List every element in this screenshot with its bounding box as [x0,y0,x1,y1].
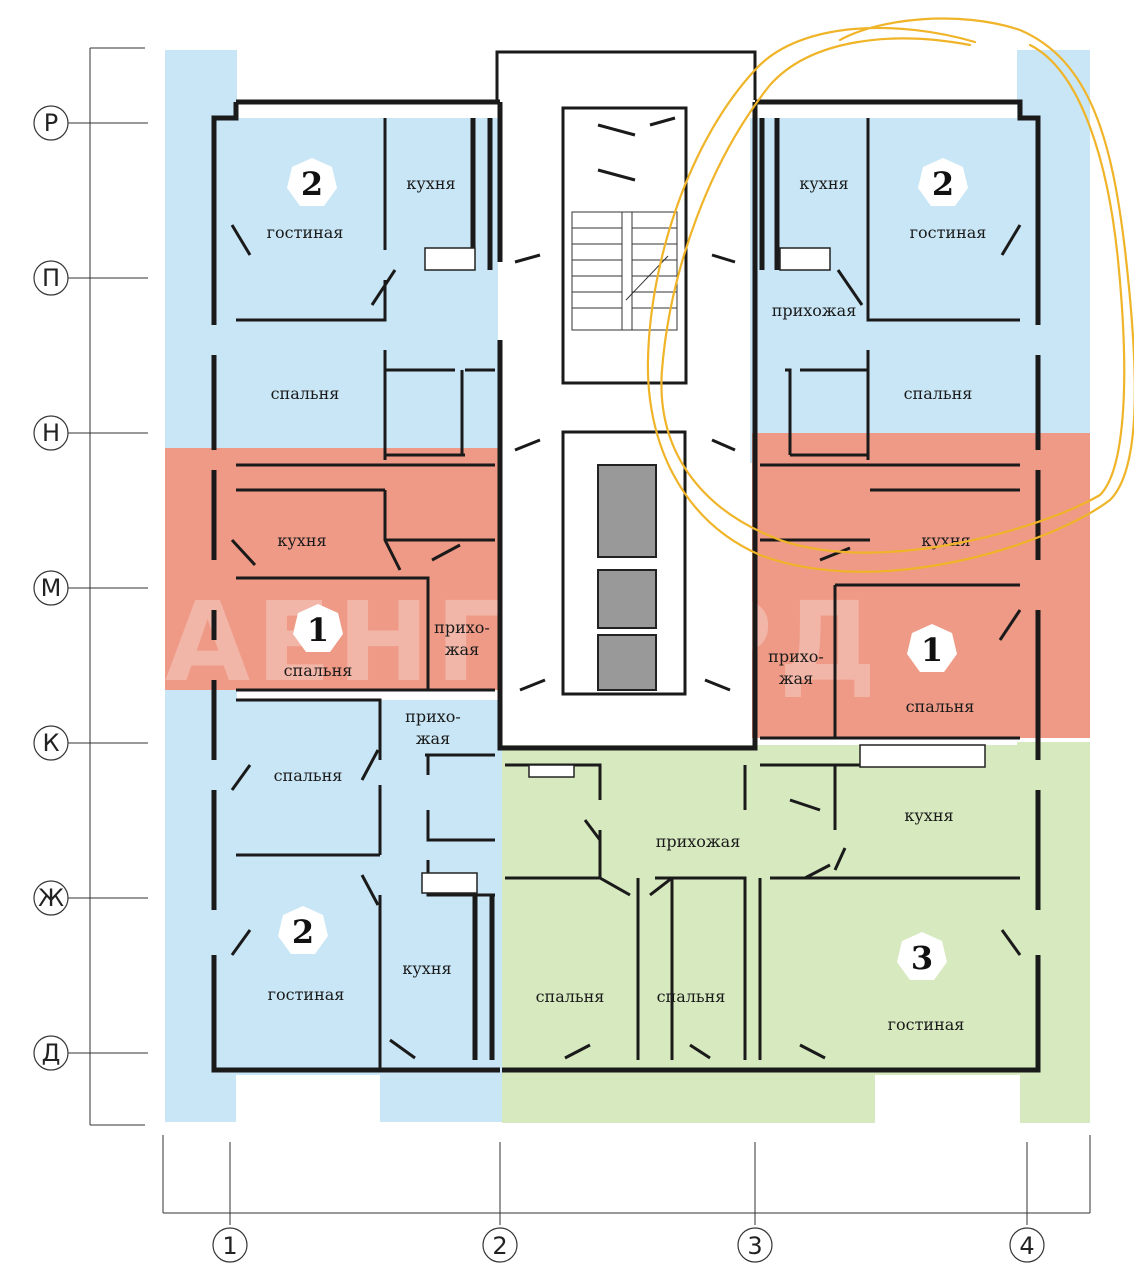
zone-bottom-left-base [236,1075,380,1123]
room-label: прихо- [768,647,824,666]
zone-bottom-right-edge [1017,742,1090,1123]
room-count: 3 [911,939,933,977]
room-label: спальня [657,987,726,1006]
badge-top-right[interactable]: 2 [918,158,968,206]
room-label: жая [779,669,813,688]
walls [211,50,1041,1073]
badge-bottom-right[interactable]: 3 [897,932,947,980]
axis-col-4: 4 [1009,1227,1045,1263]
axis-row-zh: Ж [33,880,69,916]
room-count: 2 [301,165,323,203]
room-label: спальня [536,987,605,1006]
axis-col-label: 3 [747,1232,762,1260]
axis-lines [68,47,1091,1225]
axis-row-label: П [42,264,60,292]
room-label: гостиная [888,1015,965,1034]
room-label: спальня [271,384,340,403]
room-label: спальня [284,661,353,680]
room-label: прихо- [434,618,490,637]
axis-col-3: 3 [737,1227,773,1263]
zone-top-left[interactable] [165,50,237,450]
room-label: кухня [277,531,326,550]
room-label: жая [445,640,479,659]
badge-mid-right[interactable]: 1 [907,624,957,672]
axis-row-label: Н [42,419,60,447]
room-label: спальня [906,697,975,716]
room-label: спальня [274,766,343,785]
axis-row-r: Р [33,105,69,141]
axis-row-d: Д [33,1035,69,1071]
room-count: 2 [932,165,954,203]
room-label: гостиная [910,223,987,242]
room-label: гостиная [268,985,345,1004]
zone-bottom-left[interactable] [165,690,237,1122]
room-label: кухня [799,174,848,193]
watermark: АЕНГТОРД [165,578,883,706]
elevator-3 [597,634,657,691]
axis-row-label: Ж [38,884,64,912]
room-label: прихо- [405,707,461,726]
elevator-1 [597,464,657,558]
axis-row-label: К [42,729,59,757]
room-count: 2 [292,913,314,951]
badge-mid-left[interactable]: 1 [293,604,343,652]
room-label: кухня [904,806,953,825]
highlight-annotation [646,17,1134,573]
axis-row-m: М [33,570,69,606]
room-label: прихожая [656,832,741,851]
axis-col-1: 1 [212,1227,248,1263]
column-axis: 1 2 3 4 [212,1227,1045,1263]
room-labels: гостиная кухня спальня кухня гостиная пр… [267,174,987,1034]
room-label: прихожая [772,301,857,320]
zone-top-right-inner [750,118,1018,463]
elevator-2 [597,569,657,629]
axis-row-p: П [33,260,69,296]
axis-col-2: 2 [482,1227,518,1263]
room-count: 1 [921,631,943,669]
zone-bottom-right-base [875,1075,1020,1123]
room-label: гостиная [267,223,344,242]
room-label: спальня [904,384,973,403]
axis-col-label: 1 [222,1232,237,1260]
axis-row-label: М [41,574,62,602]
zone-bottom-right[interactable] [502,745,1022,1123]
badge-top-left[interactable]: 2 [287,158,337,206]
room-label: кухня [406,174,455,193]
axis-col-label: 2 [492,1232,507,1260]
zone-top-right[interactable] [1017,50,1090,435]
room-label: кухня [402,959,451,978]
badge-bottom-left[interactable]: 2 [278,906,328,954]
zone-bottom-left-inner [236,700,502,1122]
axis-row-label: Р [44,109,58,137]
axis-row-label: Д [42,1039,61,1067]
zone-top-left-inner [236,118,498,463]
room-count: 1 [307,611,329,649]
axis-row-n: Н [33,415,69,451]
room-label: кухня [921,531,970,550]
axis-col-label: 4 [1019,1232,1034,1260]
room-label: жая [416,729,450,748]
row-axis: Р П Н М К Ж Д [33,105,69,1071]
axis-row-k: К [33,725,69,761]
